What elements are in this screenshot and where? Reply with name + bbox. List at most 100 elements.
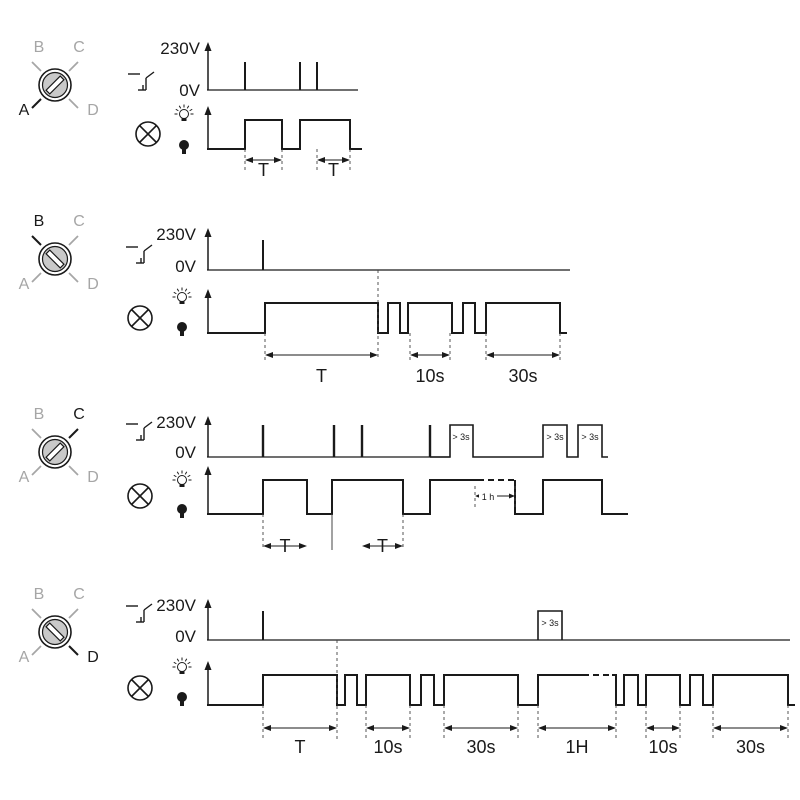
bulb-off-icon <box>177 692 187 706</box>
lamp-cross-b <box>138 124 158 144</box>
dial-tick-d <box>68 645 79 656</box>
measure-label: 30s <box>508 366 537 386</box>
lamp-symbol-icon <box>127 675 153 701</box>
bulb-cap <box>179 484 185 487</box>
hold-arrow-right <box>509 493 515 499</box>
measure-arrow-right <box>329 725 337 731</box>
measure-arrow-left <box>410 352 418 358</box>
lamp-circle <box>135 121 161 147</box>
pushbutton-switch-icon <box>126 244 153 264</box>
dial-label-d: D <box>87 276 99 293</box>
dial-pointer <box>45 249 65 269</box>
measure-arrow-left <box>366 725 374 731</box>
bulb-off-icon <box>179 140 189 154</box>
trigger-axis-head <box>204 42 212 51</box>
dial-label-c: C <box>73 213 85 230</box>
dial-label-c: C <box>73 586 85 603</box>
measure-label: T <box>258 160 269 180</box>
measure-arrow-left <box>444 725 452 731</box>
measure-arrow-right <box>510 725 518 731</box>
time-measure: T <box>317 157 350 180</box>
bulb-body <box>177 692 187 702</box>
bulb-ray <box>173 474 177 478</box>
lamp-waveform <box>207 479 478 515</box>
dial-label-d: D <box>87 649 99 666</box>
bulb-cap <box>181 118 187 121</box>
pushbutton-switch-icon <box>126 421 153 441</box>
dial-label-d: D <box>87 102 99 119</box>
bulb-ray <box>186 105 190 109</box>
measure-label: T <box>295 737 306 757</box>
dial-tick-a <box>31 465 42 476</box>
time-measure: T <box>263 536 307 556</box>
measure-arrow-right <box>608 725 616 731</box>
lamp-cross-b <box>130 486 150 506</box>
bulb-base <box>180 701 184 706</box>
dial-tick-b <box>31 61 42 72</box>
dial-pointer <box>45 75 65 95</box>
dial-tick-a <box>31 272 42 283</box>
voltage-low-label: 0V <box>175 627 196 646</box>
dial-pointer <box>45 442 65 462</box>
time-measure: 30s <box>713 725 788 757</box>
lamp-axis-head <box>204 661 212 670</box>
dial-tick-c <box>68 61 79 72</box>
measure-label: 30s <box>466 737 495 757</box>
trigger-long-press <box>430 424 608 458</box>
dial-tick-b <box>31 428 42 439</box>
bulb-off-icon <box>177 322 187 336</box>
measure-arrow-right <box>395 543 403 549</box>
voltage-low-label: 0V <box>175 443 196 462</box>
trigger-axis-head <box>204 599 212 608</box>
bulb-on-icon <box>172 470 192 487</box>
dial-label-b: B <box>34 213 45 230</box>
time-measure: 30s <box>486 352 560 386</box>
bulb-ray <box>176 288 180 292</box>
voltage-high-label: 230V <box>160 39 200 58</box>
voltage-low-label: 0V <box>175 257 196 276</box>
measure-label: T <box>377 536 388 556</box>
lamp-symbol-icon <box>127 305 153 331</box>
bulb-ray <box>175 108 179 112</box>
duration-annotation: 1 h <box>482 492 495 502</box>
dial-tick-c <box>68 428 79 439</box>
dial-label-b: B <box>34 586 45 603</box>
bulb-glass <box>177 662 187 672</box>
dial-tick-d <box>68 272 79 283</box>
time-measure: T <box>362 536 403 556</box>
bulb-body <box>177 504 187 514</box>
dial-label-d: D <box>87 469 99 486</box>
measure-label: 1H <box>565 737 588 757</box>
measure-label: 10s <box>648 737 677 757</box>
measure-arrow-right <box>552 352 560 358</box>
lamp-symbol-icon <box>127 483 153 509</box>
measure-arrow-left <box>317 157 325 163</box>
bulb-ray <box>187 291 191 295</box>
lamp-cross-b <box>130 308 150 328</box>
bulb-ray <box>178 105 182 109</box>
dial-label-a: A <box>19 649 30 666</box>
measure-arrow-left <box>265 352 273 358</box>
lamp-circle <box>127 483 153 509</box>
time-measure: 1H <box>538 725 616 757</box>
dial-label-c: C <box>73 39 85 56</box>
bulb-cap <box>179 671 185 674</box>
voltage-high-label: 230V <box>156 413 196 432</box>
bulb-base <box>180 513 184 518</box>
bulb-ray <box>189 108 193 112</box>
measure-arrow-right <box>299 543 307 549</box>
pushbutton-switch-icon <box>128 71 155 91</box>
measure-arrow-left <box>713 725 721 731</box>
bulb-glass <box>177 292 187 302</box>
bulb-on-icon <box>172 657 192 674</box>
switch-lever <box>145 71 155 79</box>
lamp-axis-head <box>204 106 212 115</box>
lamp-axis-head <box>204 466 212 475</box>
measure-label: T <box>316 366 327 386</box>
bulb-cap <box>179 301 185 304</box>
duration-annotation: > 3s <box>452 432 470 442</box>
measure-arrow-left <box>263 725 271 731</box>
time-measure: 10s <box>410 352 450 386</box>
dial-tick-a <box>31 98 42 109</box>
